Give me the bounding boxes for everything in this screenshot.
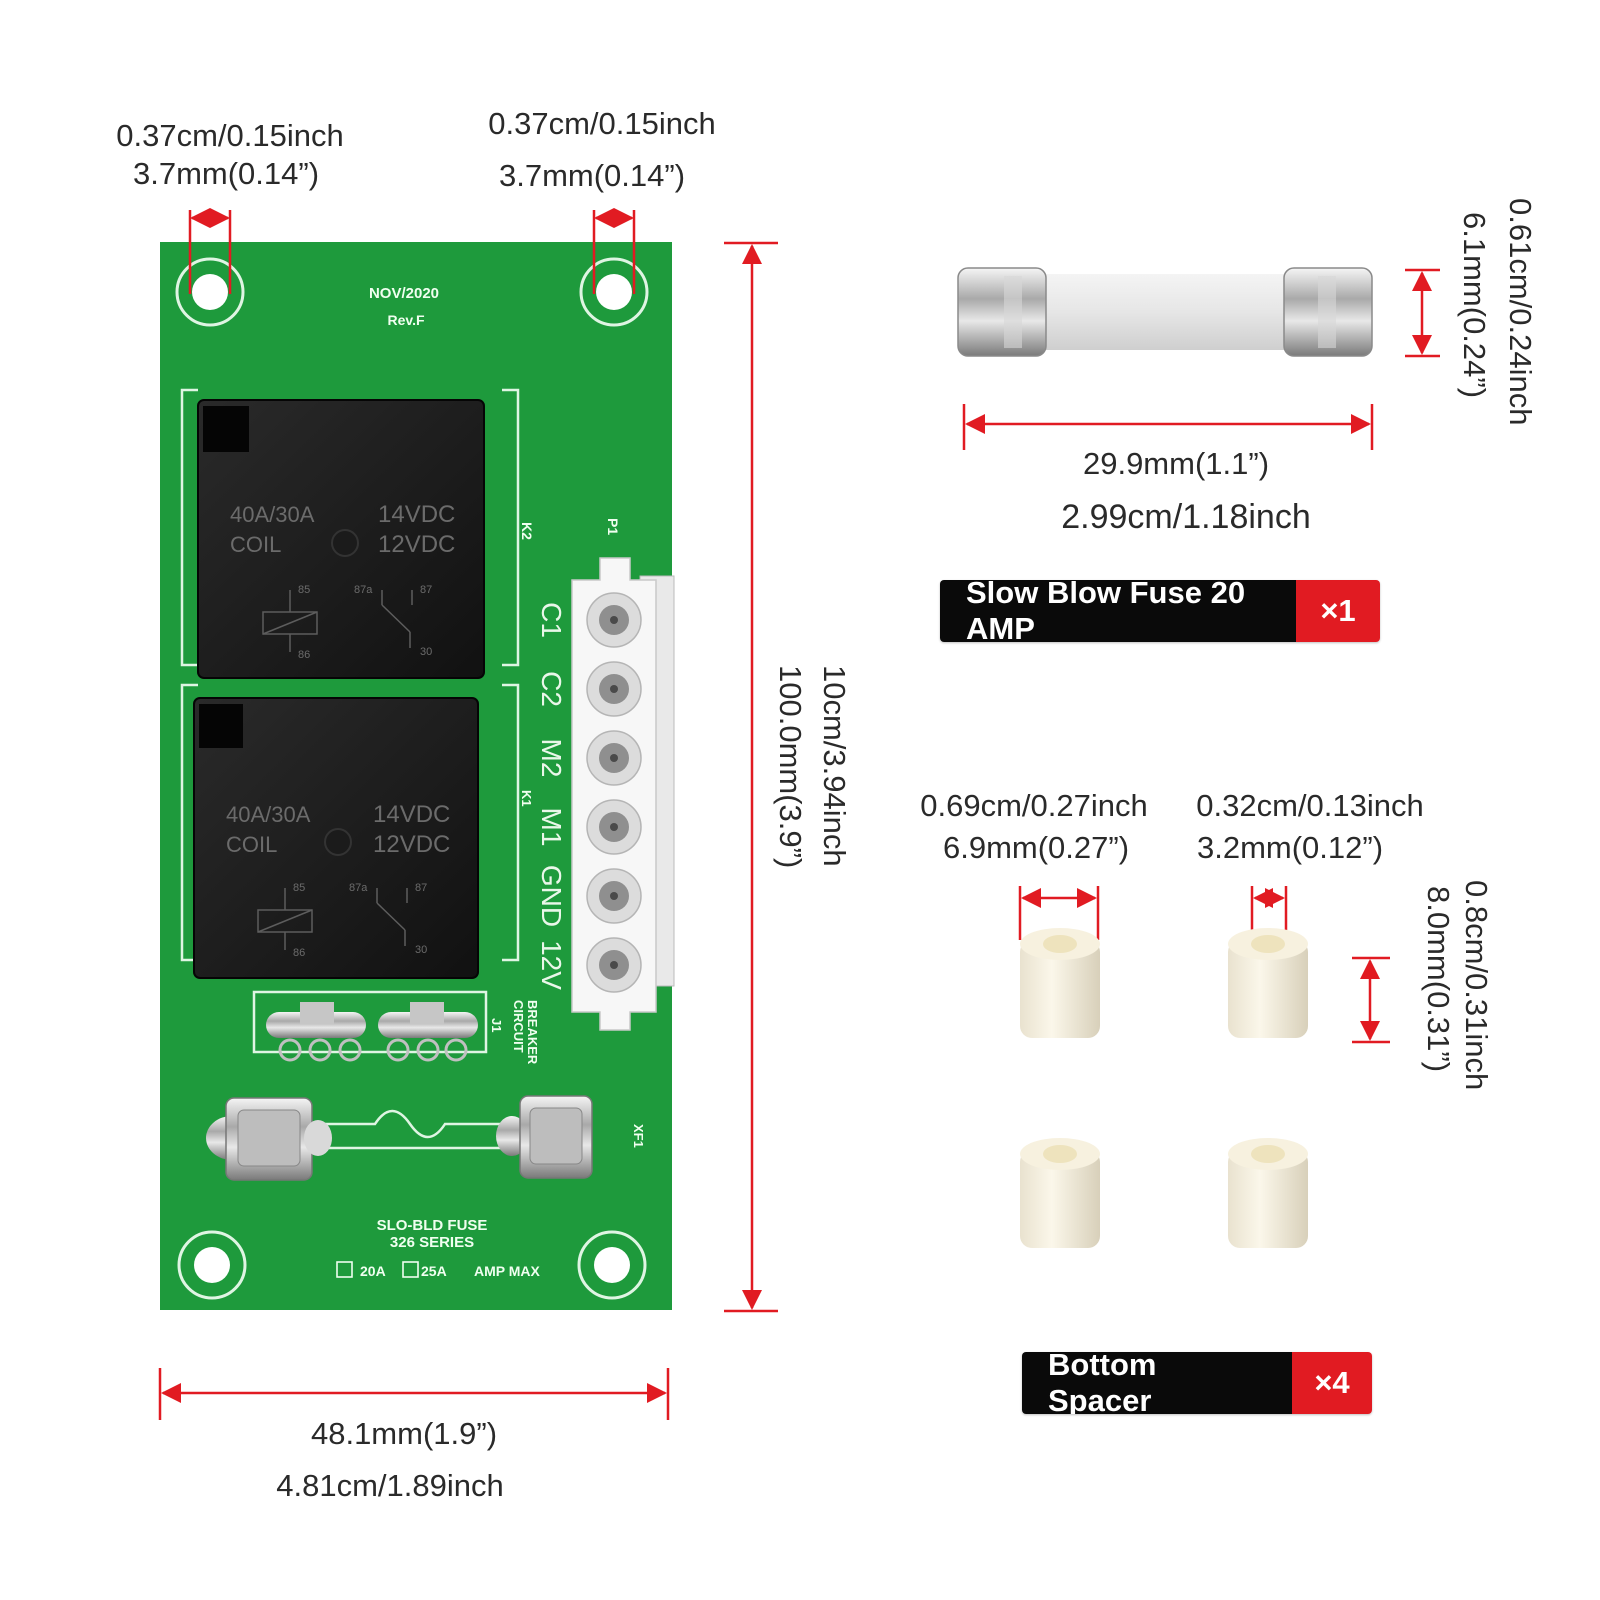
pcb-k1: K1	[519, 790, 534, 807]
relay-k1-p85: 85	[293, 882, 305, 894]
connector-pin	[586, 799, 642, 855]
pcb-25a: 25A	[421, 1263, 447, 1279]
relay-k2-p87: 87	[420, 584, 432, 596]
mounting-hole-bottom-right	[577, 1230, 647, 1300]
top-left-hole-cm: 0.37cm/0.15inch	[116, 118, 344, 153]
board-width-cm: 4.81cm/1.89inch	[276, 1468, 504, 1503]
fuse-badge-qty: ×1	[1296, 580, 1380, 642]
relay-k1-rating: 40A/30A	[226, 802, 311, 827]
spacer-badge-qty: ×4	[1292, 1352, 1372, 1414]
relay-k2-v1: 14VDC	[378, 501, 455, 528]
board-height-cm: 10cm/3.94inch	[817, 665, 852, 867]
pcb-circuit: CIRCUIT	[511, 1000, 526, 1053]
relay-k2-p85: 85	[298, 584, 310, 596]
mounting-hole-top-left	[175, 257, 245, 327]
relay-k2-v2: 12VDC	[378, 531, 455, 558]
relay-k2-rating: 40A/30A	[230, 502, 315, 527]
board-width-mm: 48.1mm(1.9”)	[310, 1416, 498, 1451]
spacer-inner-cm: 0.32cm/0.13inch	[1196, 788, 1424, 823]
relay-k1-p87a: 87a	[349, 882, 368, 894]
checkbox-25a	[402, 1261, 419, 1278]
fuse-holder-xf1	[206, 1095, 593, 1181]
spacer-2	[1228, 928, 1308, 1038]
top-right-hole-mm: 3.7mm(0.14”)	[498, 158, 686, 193]
connector-pin	[586, 868, 642, 924]
checkbox-20a	[336, 1261, 353, 1278]
connector-pin-label: C1	[536, 602, 567, 638]
spacer-height-mm: 8.0mm(0.31”)	[1421, 886, 1456, 1073]
connector-pins	[586, 592, 642, 993]
pcb-k2: K2	[519, 522, 535, 540]
relay-k2-p30: 30	[420, 646, 432, 658]
pcb-fuse-label-2: 326 SERIES	[390, 1234, 474, 1251]
board-height-mm: 100.0mm(3.9”)	[773, 665, 808, 869]
connector-pin-label: C2	[536, 671, 567, 707]
connector-pin	[586, 661, 642, 717]
spacer-badge-name: Bottom Spacer	[1022, 1352, 1292, 1414]
relay-k2-p87a: 87a	[354, 584, 373, 596]
relay-k1-p30: 30	[415, 944, 427, 956]
relay-k1-p86: 86	[293, 947, 305, 959]
connector-pin	[586, 730, 642, 786]
relay-k1-p87: 87	[415, 882, 427, 894]
mounting-hole-top-right	[579, 257, 649, 327]
pcb-breaker: BREAKER	[525, 1000, 540, 1065]
fuse-diameter-cm: 0.61cm/0.24inch	[1503, 198, 1538, 426]
top-left-hole-mm: 3.7mm(0.14”)	[132, 156, 320, 191]
spacer-1	[1020, 928, 1100, 1038]
pcb-rev: Rev.F	[387, 312, 425, 328]
connector-pin-label: 12V	[536, 940, 567, 990]
relay-k2: 40A/30A COIL 14VDC 12VDC 85 87a 87 86 30	[197, 399, 485, 679]
spacer-inner-mm: 3.2mm(0.12”)	[1196, 830, 1384, 865]
dimension-markers	[158, 208, 1440, 1420]
pcb-xf1: XF1	[631, 1124, 646, 1148]
spacers	[1020, 928, 1308, 1248]
connector-pin	[586, 937, 642, 993]
spacer-4	[1228, 1138, 1308, 1248]
connector-pin-label: GND	[536, 865, 567, 927]
fuse-length-cm: 2.99cm/1.18inch	[1061, 498, 1311, 536]
relay-k2-coil: COIL	[230, 532, 281, 557]
relay-k1-schematic	[257, 888, 408, 950]
connector-pin-label: M2	[536, 739, 567, 778]
fuse-diameter-mm: 6.1mm(0.24”)	[1457, 212, 1492, 399]
spacer-height-cm: 0.8cm/0.31inch	[1459, 880, 1494, 1091]
relay-k2-schematic	[262, 590, 413, 652]
connector-pin	[586, 592, 642, 648]
pcb-j1: J1	[489, 1018, 504, 1032]
relay-k1-coil: COIL	[226, 832, 277, 857]
mounting-hole-bottom-left	[177, 1230, 247, 1300]
relay-k1: 40A/30A COIL 14VDC 12VDC 85 87a 87 86 30	[193, 697, 479, 979]
pcb-amp-max: AMP MAX	[474, 1263, 541, 1279]
top-right-hole-cm: 0.37cm/0.15inch	[488, 106, 716, 141]
fuse-badge-name: Slow Blow Fuse 20 AMP	[940, 580, 1296, 642]
relay-board: NOV/2020 Rev.F K2 K1 P1 40A/30A COIL 14V…	[160, 242, 675, 1310]
relay-k2-p86: 86	[298, 649, 310, 661]
fuse-length-mm: 29.9mm(1.1”)	[1082, 446, 1270, 481]
fuse-badge: Slow Blow Fuse 20 AMP ×1	[940, 580, 1380, 642]
relay-k1-v2: 12VDC	[373, 831, 450, 858]
pcb-date: NOV/2020	[369, 285, 439, 302]
spacer-3	[1020, 1138, 1100, 1248]
circuit-breaker-j1	[252, 990, 488, 1062]
connector-p1	[571, 557, 675, 1031]
pcb-20a: 20A	[360, 1263, 386, 1279]
slow-blow-fuse	[957, 267, 1373, 357]
spacer-badge: Bottom Spacer ×4	[1022, 1352, 1372, 1414]
spacer-outer-mm: 6.9mm(0.27”)	[942, 830, 1130, 865]
connector-pin-label: M1	[536, 808, 567, 847]
pcb-fuse-label-1: SLO-BLD FUSE	[377, 1217, 488, 1234]
spacer-outer-cm: 0.69cm/0.27inch	[920, 788, 1148, 823]
relay-k1-v1: 14VDC	[373, 801, 450, 828]
pcb-p1: P1	[605, 518, 621, 535]
